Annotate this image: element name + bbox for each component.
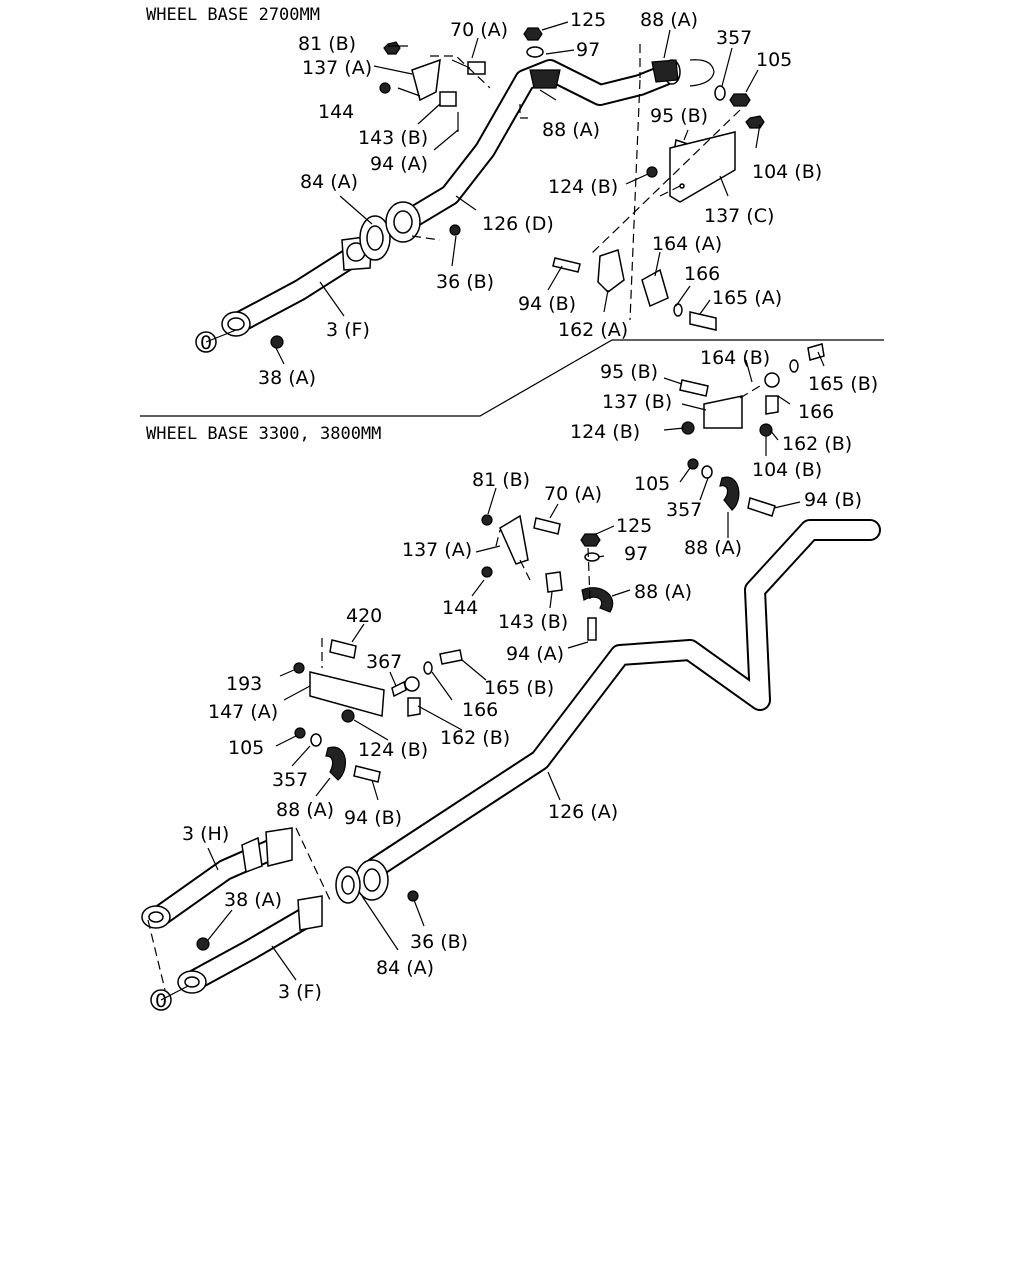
label-166-b2: 166 — [462, 699, 498, 721]
label-38a-bottom: 38 (A) — [224, 889, 282, 911]
section-divider — [140, 339, 884, 417]
label-166-top: 166 — [684, 263, 720, 285]
labels-top: 70 (A) 125 88 (A) 81 (B) 97 357 137 (A) … — [258, 9, 822, 389]
label-81b-bottom: 81 (B) — [472, 469, 530, 491]
label-125-bottom: 125 — [616, 515, 652, 537]
label-81b: 81 (B) — [298, 33, 356, 55]
label-164b: 164 (B) — [700, 347, 770, 369]
label-124b-b1: 124 (B) — [570, 421, 640, 443]
label-165a: 165 (A) — [712, 287, 782, 309]
label-70a-bottom: 70 (A) — [544, 483, 602, 505]
label-193: 193 — [226, 673, 262, 695]
front-pipe-3f-top — [221, 235, 373, 337]
label-70a: 70 (A) — [450, 19, 508, 41]
gasket-84a-top — [359, 215, 391, 261]
label-94a-bottom: 94 (A) — [506, 643, 564, 665]
label-97: 97 — [576, 39, 600, 61]
label-88a-b2: 88 (A) — [634, 581, 692, 603]
label-97-bottom: 97 — [624, 543, 648, 565]
front-pipe-3h — [141, 827, 293, 929]
label-125: 125 — [570, 9, 606, 31]
label-137b: 137 (B) — [602, 391, 672, 413]
label-88a-b3: 88 (A) — [276, 799, 334, 821]
label-137a: 137 (A) — [302, 57, 372, 79]
label-94b-top: 94 (B) — [518, 293, 576, 315]
label-126a: 126 (A) — [548, 801, 618, 823]
label-143b-bottom: 143 (B) — [498, 611, 568, 633]
label-36b-bottom: 36 (B) — [410, 931, 468, 953]
label-88a-b1: 88 (A) — [684, 537, 742, 559]
front-pipe-3f-bottom — [177, 895, 323, 994]
header-wheel-base-2700: WHEEL BASE 2700MM — [146, 5, 320, 25]
label-124b-b2: 124 (B) — [358, 739, 428, 761]
label-3h: 3 (H) — [182, 823, 229, 845]
label-147a: 147 (A) — [208, 701, 278, 723]
gasket-84a-bottom — [335, 866, 361, 904]
label-137a-bottom: 137 (A) — [402, 539, 472, 561]
label-105-b2: 105 — [228, 737, 264, 759]
label-162b-b1: 162 (B) — [782, 433, 852, 455]
label-95b: 95 (B) — [650, 105, 708, 127]
label-105: 105 — [756, 49, 792, 71]
label-104b-bottom: 104 (B) — [752, 459, 822, 481]
label-357-b1: 357 — [666, 499, 702, 521]
hardware-top — [195, 27, 765, 353]
leader-lines-bottom — [147, 351, 825, 1001]
label-165b-bottom: 165 (B) — [484, 677, 554, 699]
label-38a-top: 38 (A) — [258, 367, 316, 389]
label-3f-bottom: 3 (F) — [278, 981, 322, 1003]
header-wheel-base-3300-3800: WHEEL BASE 3300, 3800MM — [146, 424, 381, 444]
label-137c: 137 (C) — [704, 205, 774, 227]
label-104b-top: 104 (B) — [752, 161, 822, 183]
label-88a: 88 (A) — [640, 9, 698, 31]
label-420: 420 — [346, 605, 382, 627]
label-105-b1: 105 — [634, 473, 670, 495]
label-162a: 162 (A) — [558, 319, 628, 341]
label-357-b2: 357 — [272, 769, 308, 791]
label-143b: 143 (B) — [358, 127, 428, 149]
label-36b-top: 36 (B) — [436, 271, 494, 293]
label-95b-bottom: 95 (B) — [600, 361, 658, 383]
leader-lines-top — [205, 21, 761, 365]
label-3f-top: 3 (F) — [326, 319, 370, 341]
label-104b: 94 (A) — [370, 153, 428, 175]
label-166-b1: 166 — [798, 401, 834, 423]
label-84a-top: 84 (A) — [300, 171, 358, 193]
label-124b: 124 (B) — [548, 176, 618, 198]
labels-bottom: 164 (B) 95 (B) 165 (B) 137 (B) 166 124 (… — [182, 347, 878, 1003]
label-126d: 126 (D) — [482, 213, 554, 235]
label-357: 357 — [716, 27, 752, 49]
center-pipe-126a — [355, 519, 881, 901]
label-144-bottom: 144 — [442, 597, 478, 619]
label-164a: 164 (A) — [652, 233, 722, 255]
label-162b-b2: 162 (B) — [440, 727, 510, 749]
label-94b-b1: 94 (B) — [804, 489, 862, 511]
label-94b-b2: 94 (B) — [344, 807, 402, 829]
label-367: 367 — [366, 651, 402, 673]
label-88a-2: 88 (A) — [542, 119, 600, 141]
label-165b: 165 (B) — [808, 373, 878, 395]
label-144: 144 — [318, 101, 354, 123]
marker-0-bottom: 0 — [155, 990, 167, 1012]
marker-0-top: 0 — [200, 332, 212, 354]
label-84a-bottom: 84 (A) — [376, 957, 434, 979]
